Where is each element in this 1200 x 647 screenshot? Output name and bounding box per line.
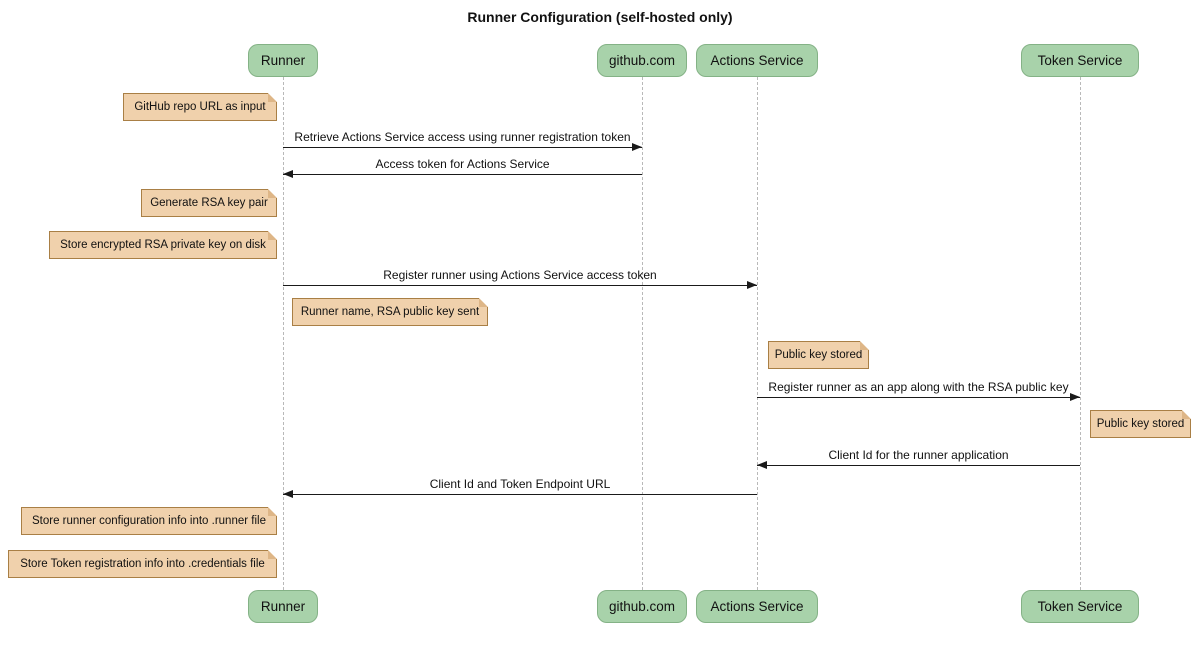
diagram-title: Runner Configuration (self-hosted only) <box>467 9 733 25</box>
actor-bottom-box-github-com: github.com <box>597 590 687 623</box>
note-label: GitHub repo URL as input <box>134 101 266 113</box>
actor-top-box-actions-service: Actions Service <box>696 44 818 77</box>
actor-bottom-box-token-service: Token Service <box>1021 590 1139 623</box>
actor-label: github.com <box>608 599 676 614</box>
actor-top-box-token-service: Token Service <box>1021 44 1139 77</box>
note-4-runner-name-rsa-public-key-sent: Runner name, RSA public key sent <box>292 298 488 326</box>
arrowhead-right-3 <box>747 281 757 289</box>
message-line-4 <box>757 397 1080 398</box>
message-line-2 <box>283 174 642 175</box>
note-3-store-encrypted-rsa-private-key-on-disk: Store encrypted RSA private key on disk <box>49 231 277 259</box>
message-line-5 <box>757 465 1080 466</box>
note-label: Store runner configuration info into .ru… <box>32 515 266 527</box>
actor-label: Actions Service <box>710 599 804 614</box>
message-label-5: Client Id for the runner application <box>828 448 1009 462</box>
actor-bottom-box-runner: Runner <box>248 590 318 623</box>
arrowhead-left-5 <box>757 461 767 469</box>
arrowhead-right-1 <box>632 143 642 151</box>
note-label: Runner name, RSA public key sent <box>300 306 480 318</box>
note-label: Store encrypted RSA private key on disk <box>60 239 266 251</box>
actor-label: github.com <box>608 53 676 68</box>
message-label-6: Client Id and Token Endpoint URL <box>429 477 611 491</box>
note-6-public-key-stored: Public key stored <box>1090 410 1191 438</box>
lifeline-github-com <box>642 77 643 590</box>
actor-bottom-box-actions-service: Actions Service <box>696 590 818 623</box>
message-label-1: Retrieve Actions Service access using ru… <box>294 130 631 144</box>
actor-label: Runner <box>260 53 306 68</box>
arrowhead-left-2 <box>283 170 293 178</box>
arrowhead-right-4 <box>1070 393 1080 401</box>
actor-top-box-runner: Runner <box>248 44 318 77</box>
lifeline-actions-service <box>757 77 758 590</box>
actor-label: Runner <box>260 599 306 614</box>
note-label: Generate RSA key pair <box>150 197 268 209</box>
note-8-store-token-registration-info-into-credentials-file: Store Token registration info into .cred… <box>8 550 277 578</box>
message-label-2: Access token for Actions Service <box>375 157 550 171</box>
lifeline-runner <box>283 77 284 590</box>
message-label-4: Register runner as an app along with the… <box>768 380 1069 394</box>
note-7-store-runner-configuration-info-into-runner-file: Store runner configuration info into .ru… <box>21 507 277 535</box>
message-line-3 <box>283 285 757 286</box>
note-label: Store Token registration info into .cred… <box>20 558 265 570</box>
actor-label: Token Service <box>1037 599 1123 614</box>
note-label: Public key stored <box>774 349 863 361</box>
note-5-public-key-stored: Public key stored <box>768 341 869 369</box>
arrowhead-left-6 <box>283 490 293 498</box>
message-line-6 <box>283 494 757 495</box>
message-line-1 <box>283 147 642 148</box>
lifeline-token-service <box>1080 77 1081 590</box>
actor-label: Token Service <box>1037 53 1123 68</box>
message-label-3: Register runner using Actions Service ac… <box>383 268 657 282</box>
note-2-generate-rsa-key-pair: Generate RSA key pair <box>141 189 277 217</box>
note-1-github-repo-url-as-input: GitHub repo URL as input <box>123 93 277 121</box>
note-label: Public key stored <box>1096 418 1185 430</box>
actor-label: Actions Service <box>710 53 804 68</box>
actor-top-box-github-com: github.com <box>597 44 687 77</box>
